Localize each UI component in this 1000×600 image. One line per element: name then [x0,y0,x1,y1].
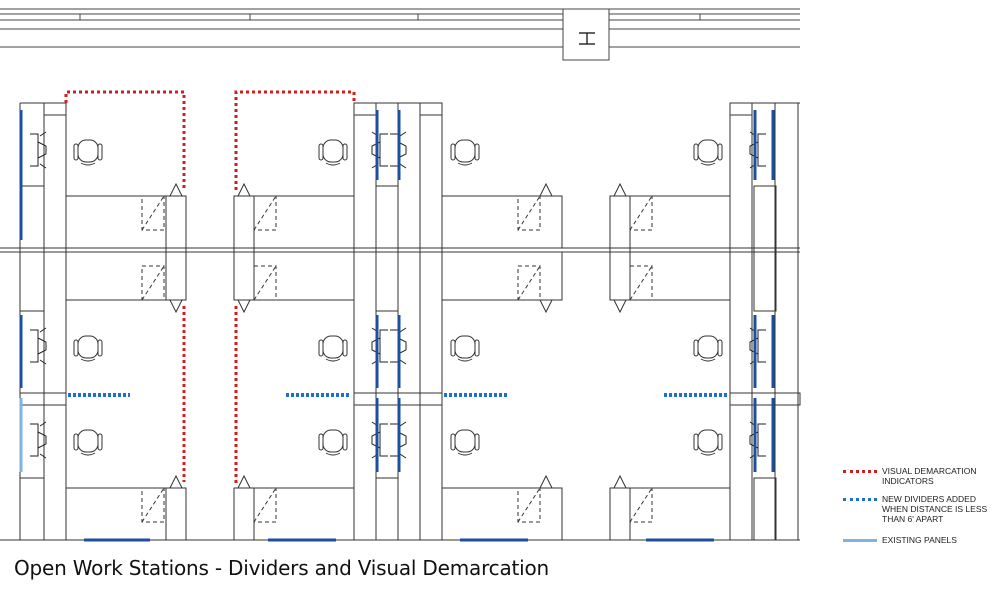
chair-icon [693,335,723,362]
door-swing-icon [613,474,627,489]
panel-cap [43,102,67,116]
lateral-file [753,477,777,541]
worksurface [233,487,355,541]
door-swing-icon [237,182,251,197]
panel-cap [19,392,67,406]
door-swing-icon [613,182,627,197]
storage-box [141,265,165,301]
chair-icon [450,429,480,456]
chair-icon [73,335,103,362]
side-chair-icon [30,327,47,365]
storage-box [517,487,541,523]
chair-icon [450,139,480,166]
storage-box [629,487,653,523]
door-swing-icon [169,299,183,314]
storage-box [629,195,653,231]
side-chair-icon [30,131,47,169]
chair-icon [693,139,723,166]
worksurface [441,487,563,541]
chair-icon [318,429,348,456]
worksurface [441,251,563,301]
red-dotted-swatch [843,470,877,473]
storage-box [517,265,541,301]
desk-return [233,487,255,541]
diagram-caption: Open Work Stations - Dividers and Visual… [14,556,550,580]
worksurface [65,487,187,541]
column-beam-icon [579,32,595,45]
panel-cap [353,102,377,116]
door-swing-icon [539,474,553,489]
light-blue-swatch [843,539,877,542]
storage-box [629,265,653,301]
worksurface [609,251,731,301]
side-chair-icon [371,327,388,365]
door-swing-icon [539,299,553,314]
top-wall [0,8,800,61]
side-chair-icon [371,421,388,459]
storage-box [253,195,277,231]
lateral-file [753,185,777,312]
worksurface [609,195,731,249]
desk-return [609,195,631,301]
lateral-file [19,185,45,312]
storage-box [253,487,277,523]
worksurface [441,195,563,249]
worksurface [233,251,355,301]
panel-cap [729,392,801,406]
desk-return [233,195,255,301]
lateral-file [375,185,399,312]
desk-return [165,195,187,301]
worksurface [233,195,355,249]
visual-demarcation-line [234,90,356,190]
lateral-file [375,477,399,541]
blue-dotted-swatch [843,498,877,501]
annotation-marks [19,90,775,542]
door-swing-icon [539,182,553,197]
chair-icon [73,429,103,456]
visual-demarcation-line [64,90,186,190]
worksurface [65,251,187,301]
storage-box [141,195,165,231]
chair-icon [318,335,348,362]
side-chair-icon [371,131,388,169]
legend-label-existing-panels: EXISTING PANELS [882,535,957,545]
desk-return [609,487,631,541]
door-swing-icon [169,182,183,197]
lateral-file [19,477,45,541]
legend-label-new-dividers: NEW DIVIDERS ADDED WHEN DISTANCE IS LESS… [882,494,988,524]
legend-label-visual-demarcation: VISUAL DEMARCATION INDICATORS [882,466,977,486]
chair-icon [450,335,480,362]
side-chair-icon [390,327,407,365]
desk-return [165,487,187,541]
chair-icon [693,429,723,456]
worksurface [65,195,187,249]
storage-box [517,195,541,231]
chair-icon [73,139,103,166]
door-swing-icon [169,474,183,489]
storage-box [141,487,165,523]
side-chair-icon [30,421,47,459]
door-swing-icon [237,474,251,489]
storage-box [253,265,277,301]
chair-icon [318,139,348,166]
panel-cap [729,102,753,116]
worksurface [609,487,731,541]
panel-cap [419,102,443,116]
door-swing-icon [237,299,251,314]
door-swing-icon [613,299,627,314]
